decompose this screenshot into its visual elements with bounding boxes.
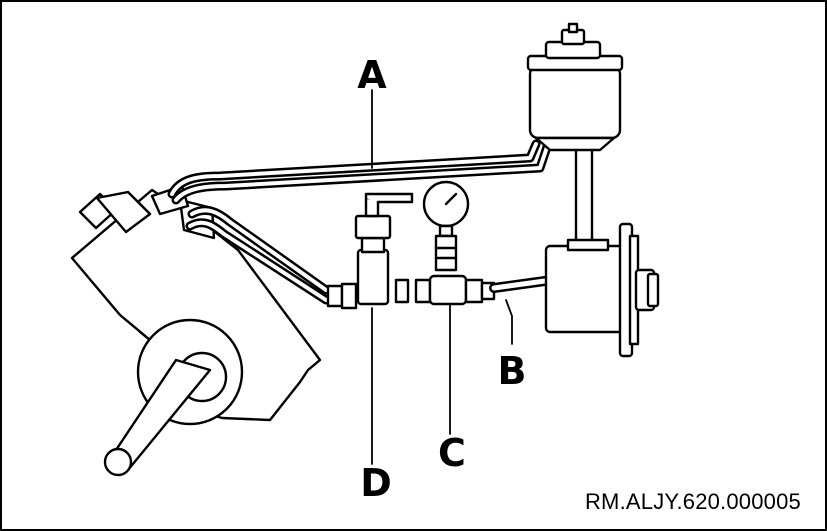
pressure-gauge bbox=[414, 180, 496, 306]
fluid-reservoir bbox=[526, 22, 624, 248]
shut-off-valve bbox=[326, 192, 414, 310]
reference-code: RM.ALJY.620.000005 bbox=[584, 489, 801, 514]
steering-gear-box bbox=[70, 184, 322, 477]
callout-label-c: C bbox=[438, 431, 466, 475]
callout-label-b: B bbox=[498, 349, 527, 393]
callout-label-a: A bbox=[357, 53, 387, 97]
power-steering-pump bbox=[544, 222, 660, 358]
callout-label-d: D bbox=[360, 461, 392, 505]
pressure-hose bbox=[185, 205, 331, 305]
callout-leaders bbox=[371, 89, 513, 465]
return-line bbox=[167, 139, 553, 205]
pump-hose bbox=[489, 275, 557, 293]
